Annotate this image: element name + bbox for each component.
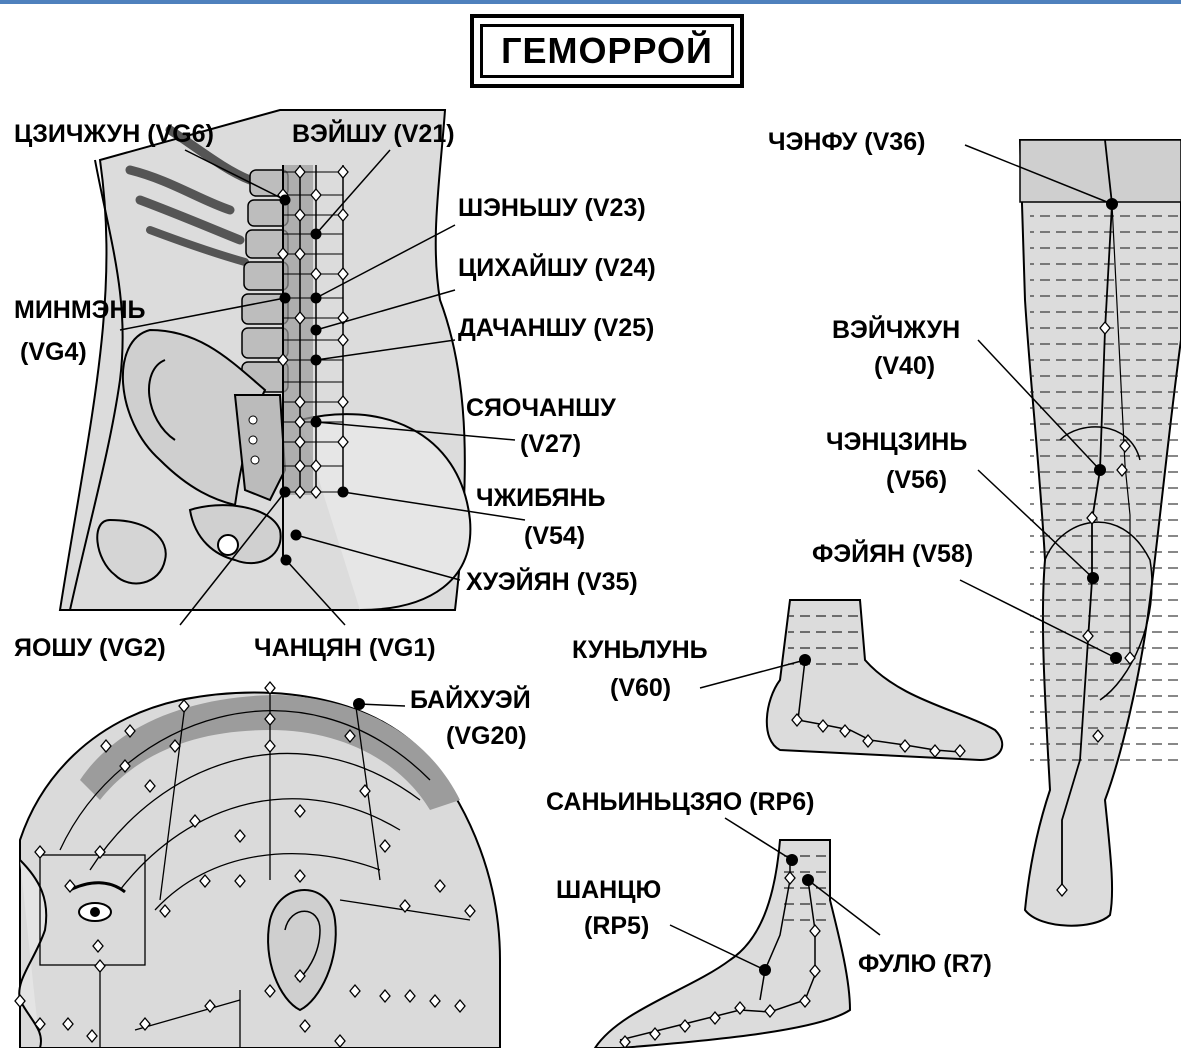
label-v24: ЦИХАЙШУ (V24) — [458, 254, 656, 282]
label-v27-code: (V27) — [520, 430, 581, 458]
label-rp5-name: ШАНЦЮ — [556, 876, 661, 904]
label-rp5-code: (RP5) — [584, 912, 649, 940]
label-vg1: ЧАНЦЯН (VG1) — [254, 634, 436, 662]
ankle-foot-figure — [700, 600, 1002, 760]
label-v60-code: (V60) — [610, 674, 671, 702]
title-box-inner: ГЕМОРРОЙ — [480, 24, 734, 78]
label-vg20-code: (VG20) — [446, 722, 527, 750]
label-vg6: ЦЗИЧЖУН (VG6) — [14, 120, 214, 148]
label-v40-code: (V40) — [874, 352, 935, 380]
label-v35: ХУЭЙЯН (V35) — [466, 568, 638, 596]
back-figure — [60, 110, 525, 625]
label-v56-name: ЧЭНЦЗИНЬ — [826, 428, 967, 456]
label-vg20-name: БАЙХУЭЙ — [410, 686, 531, 714]
label-v40-name: ВЭЙЧЖУН — [832, 316, 960, 344]
label-v54-name: ЧЖИБЯНЬ — [476, 484, 605, 512]
label-v25: ДАЧАНШУ (V25) — [458, 314, 654, 342]
label-v27-name: СЯОЧАНШУ — [466, 394, 616, 422]
diagram-title: ГЕМОРРОЙ — [501, 30, 713, 72]
label-vg2: ЯОШУ (VG2) — [14, 634, 166, 662]
leg-figure — [960, 140, 1181, 926]
head-figure — [15, 682, 500, 1048]
label-v23: ШЭНЬШУ (V23) — [458, 194, 646, 222]
label-v54-code: (V54) — [524, 522, 585, 550]
label-rp6: САНЬИНЬЦЗЯО (RP6) — [546, 788, 814, 816]
label-r7: ФУЛЮ (R7) — [858, 950, 992, 978]
label-v21: ВЭЙШУ (V21) — [292, 120, 455, 148]
label-v36: ЧЭНФУ (V36) — [768, 128, 925, 156]
label-vg4-name: МИНМЭНЬ — [14, 296, 145, 324]
label-v56-code: (V56) — [886, 466, 947, 494]
label-v58: ФЭЙЯН (V58) — [812, 540, 973, 568]
label-v60-name: КУНЬЛУНЬ — [572, 636, 708, 664]
label-vg4-code: (VG4) — [20, 338, 87, 366]
title-box: ГЕМОРРОЙ — [470, 14, 744, 88]
